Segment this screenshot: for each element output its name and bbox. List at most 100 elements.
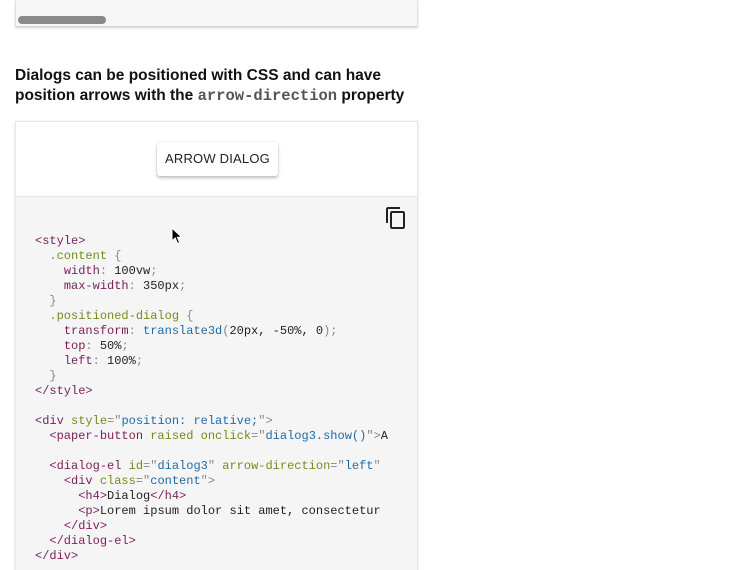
code-line: <style>	[35, 234, 85, 248]
code-token: width	[63, 264, 100, 278]
code-token	[35, 459, 49, 473]
code-token	[93, 474, 100, 488]
arrow-dialog-button[interactable]: ARROW DIALOG	[157, 142, 278, 176]
code-token: left	[63, 354, 93, 368]
code-line: .content {	[35, 249, 121, 263]
code-token	[35, 294, 49, 308]
code-token: content	[150, 474, 201, 488]
code-block: <style> .content { width: 100vw; max-wid…	[35, 234, 388, 564]
previous-example-card	[15, 0, 418, 26]
heading-code-term: arrow-direction	[197, 87, 338, 105]
code-token: ">	[366, 429, 381, 443]
code-token: }	[49, 294, 57, 308]
code-token: 20px, -50%, 0	[229, 324, 324, 338]
code-line: width: 100vw;	[35, 264, 158, 278]
code-line: top: 50%;	[35, 339, 129, 353]
code-token: :	[92, 354, 108, 368]
code-line: }	[35, 294, 57, 308]
code-line: </dialog-el>	[35, 534, 136, 548]
code-token: ;	[179, 279, 187, 293]
code-token	[35, 429, 49, 443]
code-token: 50%	[99, 339, 122, 353]
code-line: <dialog-el id="dialog3" arrow-direction=…	[35, 459, 381, 473]
code-token: top	[63, 339, 86, 353]
code-token	[35, 279, 64, 293]
code-token: "	[373, 459, 381, 473]
code-token: 350px	[143, 279, 180, 293]
code-token: ="	[251, 429, 266, 443]
horizontal-scrollbar-thumb[interactable]	[18, 16, 106, 24]
code-token	[35, 474, 64, 488]
code-token	[35, 324, 64, 338]
code-token: .content	[49, 249, 108, 263]
code-token: dialog3.show()	[265, 429, 367, 443]
copy-icon[interactable]	[384, 206, 408, 230]
code-token: class	[99, 474, 136, 488]
code-token: arrow-direction	[222, 459, 331, 473]
code-token: </style>	[35, 384, 93, 398]
code-token: position: relative;	[121, 414, 259, 428]
code-token: );	[323, 324, 338, 338]
code-token: ">	[258, 414, 273, 428]
code-token: dialog3	[157, 459, 208, 473]
code-line: </div>	[35, 519, 107, 533]
code-snippet-area: <style> .content { width: 100vw; max-wid…	[16, 197, 417, 570]
code-token: {	[179, 309, 194, 323]
code-token: translate3d	[143, 324, 223, 338]
code-token: A	[380, 429, 388, 443]
code-token	[35, 249, 49, 263]
code-token: onclick	[200, 429, 252, 443]
code-token: </h4>	[150, 489, 187, 503]
code-token: <div	[63, 474, 93, 488]
code-token: </dialog-el>	[49, 534, 136, 548]
code-token: .positioned-dialog	[49, 309, 180, 323]
code-line: <paper-button raised onclick="dialog3.sh…	[35, 429, 388, 443]
code-token: ="	[107, 414, 122, 428]
code-token: :	[99, 264, 115, 278]
code-token	[35, 354, 64, 368]
code-token	[35, 489, 78, 503]
code-token: transform	[63, 324, 129, 338]
code-token: <div	[35, 414, 64, 428]
code-token: {	[107, 249, 122, 263]
heading-text-start: Dialogs can be positioned with CSS and c…	[15, 67, 382, 104]
code-token: left	[344, 459, 374, 473]
code-token	[35, 534, 49, 548]
code-token: </div>	[63, 519, 108, 533]
code-token: "	[207, 459, 216, 473]
code-token: Lorem ipsum dolor sit amet, consectetur	[99, 504, 381, 518]
code-token: ="	[143, 459, 158, 473]
code-token: id	[128, 459, 144, 473]
code-token	[35, 339, 64, 353]
code-line: max-width: 350px;	[35, 279, 186, 293]
code-token: Dialog	[107, 489, 151, 503]
code-token	[35, 369, 49, 383]
code-token: ;	[121, 339, 129, 353]
code-token	[64, 414, 71, 428]
code-token	[35, 519, 64, 533]
code-token: ="	[135, 474, 151, 488]
code-token: :	[128, 324, 144, 338]
code-line: }	[35, 369, 57, 383]
code-line: </style>	[35, 384, 93, 398]
code-token: <p>	[78, 504, 100, 518]
code-token	[193, 429, 200, 443]
code-token: <dialog-el	[49, 459, 122, 473]
code-token: }	[49, 369, 57, 383]
code-line: .positioned-dialog {	[35, 309, 193, 323]
code-token: :	[128, 279, 144, 293]
code-token: max-width	[63, 279, 129, 293]
code-line: transform: translate3d(20px, -50%, 0);	[35, 324, 338, 338]
code-token: </div>	[35, 549, 79, 563]
code-token: ;	[135, 354, 144, 368]
code-token	[35, 264, 64, 278]
code-token: <style>	[35, 234, 86, 248]
code-token: ;	[150, 264, 158, 278]
code-token	[35, 504, 78, 518]
code-token	[35, 309, 49, 323]
section-heading: Dialogs can be positioned with CSS and c…	[15, 66, 425, 106]
heading-text-end: property	[337, 87, 405, 104]
demo-card: ARROW DIALOG <style> .content { width: 1…	[15, 121, 418, 570]
code-token: :	[85, 339, 100, 353]
